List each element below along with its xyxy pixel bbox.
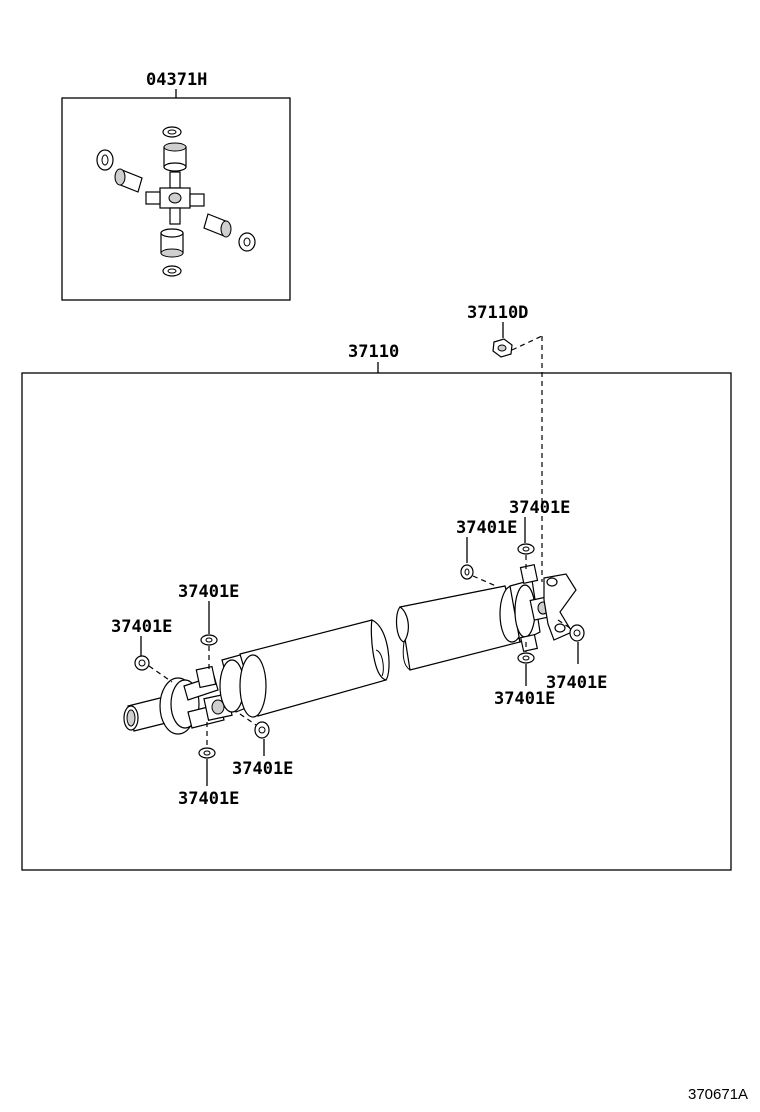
propeller-shaft xyxy=(123,564,577,735)
shaft-frame xyxy=(21,372,732,871)
kit-snap-ring-right xyxy=(238,232,256,252)
snap-ring-icon xyxy=(517,652,535,664)
rear-spider xyxy=(519,564,557,653)
rear-tube-yoke xyxy=(509,579,541,643)
snap-ring-rear-left: 37401E xyxy=(456,518,517,587)
shaft-label: 37110 xyxy=(348,342,399,362)
kit-bearing-cup-top xyxy=(163,142,187,172)
snap-ring-front-top: 37401E xyxy=(178,582,239,672)
kit-snap-ring-top xyxy=(162,126,182,138)
kit-bearing-cup-bottom xyxy=(160,228,184,258)
universal-joint-kit-group: 04371H xyxy=(61,70,291,301)
front-tube xyxy=(239,619,390,718)
snap-ring-label-5: 37401E xyxy=(509,498,570,518)
nut-dash-leader xyxy=(511,335,543,351)
kit-bearing-cup-left xyxy=(114,168,143,193)
kit-snap-ring-left xyxy=(96,149,114,171)
rear-tube xyxy=(395,585,525,671)
snap-ring-icon xyxy=(460,564,474,580)
snap-ring-rear-right: 37401E xyxy=(546,619,607,693)
snap-ring-icon xyxy=(517,543,535,555)
snap-ring-front-right: 37401E xyxy=(232,713,293,779)
snap-ring-label-1: 37401E xyxy=(178,582,239,602)
snap-ring-icon xyxy=(134,655,150,671)
kit-frame xyxy=(61,97,291,301)
snap-ring-rear-top: 37401E xyxy=(509,498,570,570)
nut-label: 37110D xyxy=(467,303,528,323)
snap-ring-front-left: 37401E xyxy=(111,617,172,683)
nut-icon xyxy=(492,338,513,358)
kit-spider-cross xyxy=(145,171,205,225)
snap-ring-label-8: 37401E xyxy=(494,689,555,709)
snap-ring-label-7: 37401E xyxy=(546,673,607,693)
snap-ring-label-4: 37401E xyxy=(178,789,239,809)
rear-flange xyxy=(543,573,577,641)
snap-ring-label-6: 37401E xyxy=(456,518,517,538)
nut-group: 37110D xyxy=(467,303,543,582)
snap-ring-rear-bottom: 37401E xyxy=(494,642,555,709)
diagram-ref: 370671A xyxy=(688,1086,748,1103)
kit-bearing-cup-right xyxy=(203,213,232,238)
snap-ring-icon xyxy=(254,721,270,739)
snap-ring-icon xyxy=(200,634,218,646)
kit-snap-ring-bottom xyxy=(162,265,182,277)
snap-ring-label-3: 37401E xyxy=(232,759,293,779)
snap-ring-icon xyxy=(569,624,585,642)
snap-ring-icon xyxy=(198,747,216,759)
snap-ring-label-2: 37401E xyxy=(111,617,172,637)
snap-ring-front-bottom: 37401E xyxy=(178,722,239,809)
kit-label: 04371H xyxy=(146,70,207,90)
